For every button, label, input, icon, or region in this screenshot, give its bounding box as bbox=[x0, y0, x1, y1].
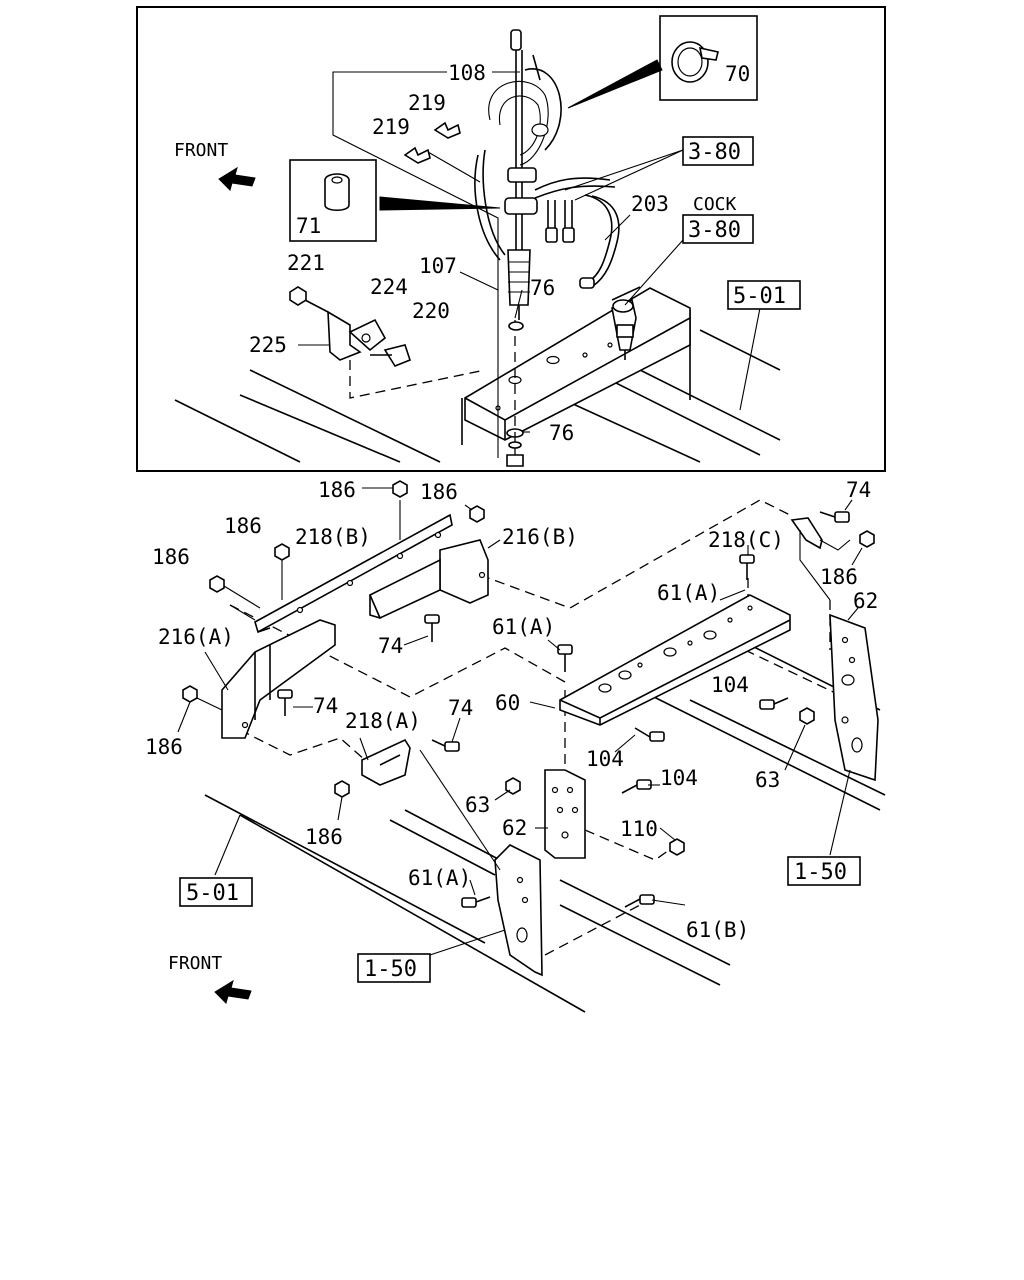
label-216a: 216(A) bbox=[158, 625, 234, 649]
label-218c: 218(C) bbox=[708, 528, 784, 552]
label-186-c: 186 bbox=[224, 514, 262, 538]
label-186-g: 186 bbox=[305, 825, 343, 849]
label-71: 71 bbox=[296, 214, 321, 238]
ref-5-01-lower: 5-01 bbox=[186, 881, 239, 906]
label-74-d: 74 bbox=[448, 696, 473, 720]
label-74-a: 74 bbox=[846, 478, 871, 502]
chassis-lines bbox=[204, 639, 886, 1013]
detail-frame bbox=[136, 6, 886, 472]
label-186-f: 186 bbox=[145, 735, 183, 759]
label-104-a: 104 bbox=[711, 673, 749, 697]
label-74-c: 74 bbox=[313, 694, 338, 718]
label-62-center: 62 bbox=[502, 816, 527, 840]
small-bracket-assembly bbox=[289, 286, 486, 399]
label-218a: 218(A) bbox=[345, 709, 421, 733]
label-104-b: 104 bbox=[586, 747, 624, 771]
label-70: 70 bbox=[725, 62, 750, 86]
cables bbox=[534, 177, 620, 289]
label-104-c: 104 bbox=[660, 766, 698, 790]
ref-5-01-upper: 5-01 bbox=[733, 284, 786, 309]
bracket-218a bbox=[361, 738, 411, 786]
top-leaders bbox=[298, 71, 761, 458]
part-70-box bbox=[567, 15, 758, 109]
label-60: 60 bbox=[495, 691, 520, 715]
front-arrow-bottom bbox=[214, 979, 252, 1004]
bracket-62-center bbox=[544, 769, 586, 859]
front-label-top: FRONT bbox=[174, 140, 228, 161]
crossmember-60 bbox=[559, 594, 791, 726]
ref-3-80-upper: 3-80 bbox=[688, 140, 741, 165]
label-62-right: 62 bbox=[853, 589, 878, 613]
reference-boxes bbox=[179, 136, 861, 983]
bracket-218b bbox=[254, 513, 453, 634]
label-61a-lower: 61(A) bbox=[408, 866, 471, 890]
label-220: 220 bbox=[412, 299, 450, 323]
label-186-e: 186 bbox=[820, 565, 858, 589]
label-cock: COCK bbox=[693, 194, 737, 215]
label-186-b: 186 bbox=[420, 480, 458, 504]
label-76-lower: 76 bbox=[549, 421, 574, 445]
label-186-a: 186 bbox=[318, 478, 356, 502]
lower-leaders bbox=[177, 487, 863, 956]
front-arrow-top bbox=[218, 166, 256, 191]
bracket-62-right bbox=[829, 613, 879, 782]
label-63-center: 63 bbox=[465, 793, 490, 817]
label-203: 203 bbox=[631, 192, 669, 216]
label-218b: 218(B) bbox=[295, 525, 371, 549]
label-224: 224 bbox=[370, 275, 408, 299]
ref-3-80-lower: 3-80 bbox=[688, 218, 741, 243]
label-63-right: 63 bbox=[755, 768, 780, 792]
bolt-stack bbox=[506, 320, 524, 467]
bracket-218c bbox=[790, 517, 823, 550]
mounting-plate bbox=[461, 286, 691, 445]
part-71-box bbox=[289, 159, 501, 242]
label-186-d: 186 bbox=[152, 545, 190, 569]
cock-valve bbox=[611, 298, 637, 360]
label-107: 107 bbox=[419, 254, 457, 278]
clips-219 bbox=[403, 121, 481, 183]
label-74-b: 74 bbox=[378, 634, 403, 658]
label-61a-right: 61(A) bbox=[657, 581, 720, 605]
label-76-upper: 76 bbox=[530, 276, 555, 300]
label-219-lower: 219 bbox=[372, 115, 410, 139]
label-216b: 216(B) bbox=[502, 525, 578, 549]
lever-assembly bbox=[474, 29, 562, 320]
ref-1-50-right: 1-50 bbox=[794, 860, 847, 885]
front-label-bottom: FRONT bbox=[168, 953, 222, 974]
bracket-216a bbox=[221, 619, 336, 739]
label-108: 108 bbox=[448, 61, 486, 85]
bracket-216b bbox=[368, 539, 489, 620]
label-61b: 61(B) bbox=[686, 918, 749, 942]
label-225: 225 bbox=[249, 333, 287, 357]
label-110: 110 bbox=[620, 817, 658, 841]
label-221: 221 bbox=[287, 251, 325, 275]
ref-1-50-lower: 1-50 bbox=[364, 957, 417, 982]
label-219-upper: 219 bbox=[408, 91, 446, 115]
label-61a-center: 61(A) bbox=[492, 615, 555, 639]
top-frame-rails bbox=[174, 310, 781, 463]
bracket-center-lower bbox=[494, 844, 543, 977]
